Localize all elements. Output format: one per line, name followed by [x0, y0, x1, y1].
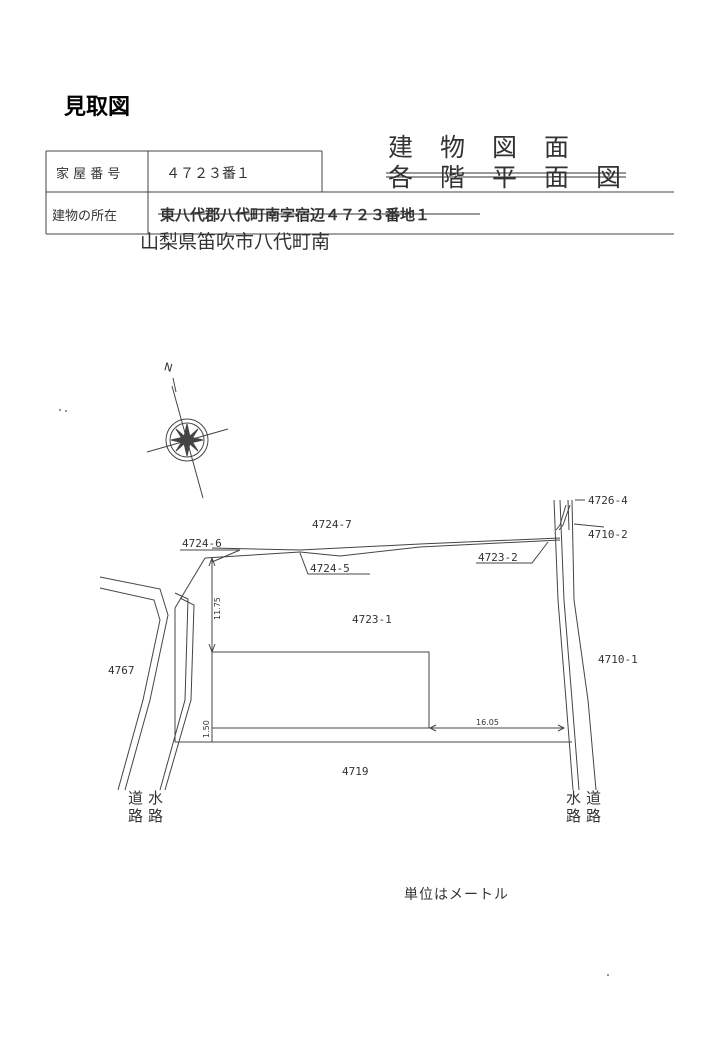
lot-label-4724-6: 4724-6 — [182, 537, 222, 550]
char: 路 — [566, 807, 581, 825]
vertical-label: 道路 — [586, 789, 601, 825]
unit-note: 単位はメートル — [404, 887, 509, 903]
lot-label-4767: 4767 — [108, 664, 135, 677]
dimension-1-50: 1.50 — [202, 720, 211, 738]
vertical-label: 道路 — [128, 789, 143, 825]
speck — [607, 974, 609, 976]
lot-label-4723-2: 4723-2 — [478, 551, 518, 564]
char: 路 — [148, 807, 163, 825]
lot-label-4726-4: 4726-4 — [588, 494, 628, 507]
dimension-16-05: 16.05 — [476, 718, 499, 727]
north-label: N — [163, 360, 174, 375]
char: 水 — [148, 789, 163, 807]
right-waterway — [553, 499, 597, 791]
lot-label-4719: 4719 — [342, 765, 369, 778]
char: 路 — [128, 807, 143, 825]
house-number-value: ４７２３番１ — [166, 166, 250, 182]
north-compass — [146, 377, 229, 499]
location-old: 東八代郡八代町南字宿辺４７２３番地１ — [160, 206, 430, 224]
lot-label-4724-5: 4724-5 — [310, 562, 350, 575]
site-boundary — [174, 499, 605, 743]
char: 道 — [586, 789, 601, 807]
location-label: 建物の所在 — [52, 209, 117, 224]
lot-label-4710-2: 4710-2 — [588, 528, 628, 541]
speck — [65, 410, 67, 412]
dimension-11-75: 11.75 — [213, 597, 222, 620]
location-new: 山梨県笛吹市八代町南 — [140, 231, 330, 253]
char: 路 — [586, 807, 601, 825]
vertical-label: 水路 — [566, 789, 581, 825]
lot-label-4723-1: 4723-1 — [352, 613, 392, 626]
lot-label-4724-7: 4724-7 — [312, 518, 352, 531]
page-title: 見取図 — [64, 95, 130, 120]
road-label-left: 道路 水路 — [128, 789, 163, 825]
char: 水 — [566, 789, 581, 807]
house-number-label: 家 屋 番 号 — [56, 166, 120, 182]
left-waterway — [99, 576, 195, 791]
road-label-right: 水路 道路 — [566, 789, 601, 825]
char: 道 — [128, 789, 143, 807]
speck — [59, 409, 61, 411]
lot-label-4710-1: 4710-1 — [598, 653, 638, 666]
drawing-title: 建 物 図 面 — [388, 133, 570, 162]
header-table — [45, 150, 674, 235]
vertical-label: 水路 — [148, 789, 163, 825]
